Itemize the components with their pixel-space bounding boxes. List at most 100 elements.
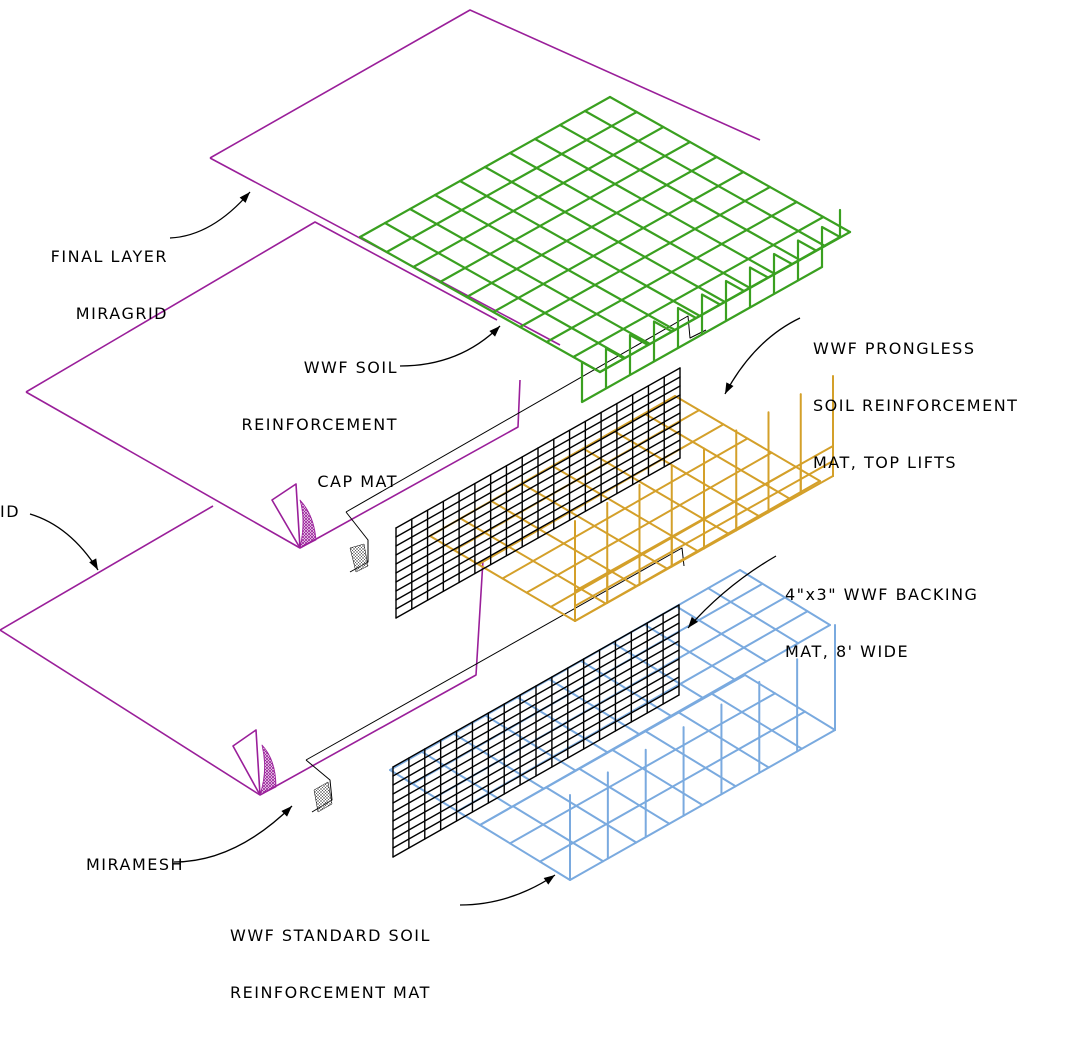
backing-lower-v-6 <box>392 640 680 804</box>
prongless-floor-v-4 <box>525 451 773 594</box>
diagram-canvas: FINAL LAYER MIRAGRID WWF SOIL REINFORCEM… <box>0 9 1017 1002</box>
label-prongless-line1: WWF PRONGLESS <box>813 339 976 358</box>
leader-backing-head <box>688 616 698 628</box>
miramesh-wraps <box>305 315 707 813</box>
cap-mat-top-v-6 <box>518 185 772 329</box>
cap-mat-top-u-6 <box>508 151 752 290</box>
leader-miramesh-head <box>281 806 292 817</box>
backing-lower-v-9 <box>392 613 680 777</box>
low-miragrid-wrap-hatch <box>259 744 277 796</box>
low-miragrid-wrap-edge <box>259 559 484 796</box>
std-mat-floor-front-v-2 <box>509 692 776 845</box>
cap-mat-top-v-4 <box>465 155 718 299</box>
leader-final-layer <box>169 191 251 239</box>
cap-mat-top-u-5 <box>483 165 727 304</box>
cap-mat-lip-10 <box>820 225 841 267</box>
cap-mat-lip-0 <box>580 360 601 402</box>
leader-cap-mat <box>399 325 501 367</box>
mid-miragrid-wrap-hatch <box>299 499 317 549</box>
std-mat-floor-front-u-6 <box>677 711 770 769</box>
cap-mat-top-v-7 <box>545 200 798 344</box>
prongless-floor-v-3 <box>501 437 749 580</box>
leader-prongless <box>724 317 801 395</box>
label-prongless-line3: MAT, TOP LIFTS <box>813 453 958 472</box>
label-backing-line1: 4"x3" WWF BACKING <box>785 585 979 604</box>
std-mat-floor-front-v-3 <box>479 674 746 826</box>
leader-standard <box>459 874 556 906</box>
low-miragrid-back-edge <box>0 505 214 631</box>
cap-mat-lip-7 <box>748 266 769 308</box>
backing-lower-v-0 <box>392 694 680 858</box>
mid-miragrid-edges <box>25 221 498 393</box>
cap-mat-lip-9 <box>796 239 817 281</box>
leader-backing <box>687 555 777 629</box>
label-final-layer: FINAL LAYER MIRAGRID <box>40 209 168 361</box>
leader-miragrid-partial <box>29 513 99 571</box>
low-miragrid-front-edge <box>0 629 261 796</box>
cap-mat-top-v-5 <box>492 170 745 314</box>
backing-lower-v-4 <box>392 658 680 822</box>
backing-mats <box>392 367 681 858</box>
cap-mat-top-u-3 <box>433 193 677 332</box>
leader-miragrid-partial-head <box>89 558 98 570</box>
label-miramesh: MIRAMESH <box>86 855 185 874</box>
label-miragrid-partial: ID <box>0 502 21 521</box>
cap-mat-top-u-0 <box>358 235 602 374</box>
label-backing: 4"x3" WWF BACKING MAT, 8' WIDE <box>785 547 978 699</box>
std-mat-floor-front-u-7 <box>710 692 803 750</box>
low-miragrid-wrap-curl <box>232 729 261 796</box>
label-backing-line2: MAT, 8' WIDE <box>785 642 910 661</box>
label-final-layer-line2: MIRAGRID <box>75 304 168 323</box>
cap-mat-top-v-8 <box>572 215 825 359</box>
miramesh-lower-hatch <box>313 781 333 813</box>
label-cap-mat-line1: WWF SOIL <box>303 358 398 377</box>
leader-final-layer-head <box>239 192 250 203</box>
cap-mat-top-u-9 <box>583 109 827 248</box>
cap-mat-lip-1 <box>604 347 625 389</box>
backing-upper-v-7 <box>395 394 681 556</box>
mid-miragrid-wrap-curl <box>271 483 301 549</box>
cap-mat-top-u-7 <box>533 137 777 276</box>
cap-mat <box>358 95 852 404</box>
cap-mat-top-u-4 <box>458 179 702 318</box>
std-mat-floor-front-v-1 <box>539 710 806 863</box>
label-cap-mat: WWF SOIL REINFORCEMENT CAP MAT <box>226 320 398 529</box>
label-standard: WWF STANDARD SOIL REINFORCEMENT MAT <box>230 888 431 1040</box>
backing-upper-v-5 <box>395 412 681 574</box>
leader-prongless-head <box>725 382 734 394</box>
backing-upper-v-0 <box>395 457 681 619</box>
cap-mat-top-u-2 <box>408 207 652 346</box>
cap-mat-lip-2 <box>628 333 649 375</box>
backing-upper-v-6 <box>395 403 681 565</box>
cap-mat-top-v-2 <box>412 125 665 269</box>
miragrid-sheets <box>0 9 761 796</box>
std-mat-floor-front-v-0 <box>569 729 836 881</box>
label-standard-line2: REINFORCEMENT MAT <box>230 983 431 1002</box>
cap-mat-top-u-10 <box>608 95 852 234</box>
cap-mat-lip-4 <box>676 306 697 348</box>
std-mat-floor-front-u-3 <box>578 767 671 825</box>
miramesh-upper-hatch <box>349 543 369 573</box>
backing-upper-v-4 <box>395 421 681 583</box>
backing-lower-v-1 <box>392 685 680 849</box>
cap-mat-top-u-1 <box>383 221 627 360</box>
std-mat-floor-front-u-0 <box>479 824 571 881</box>
backing-upper-v-10 <box>395 367 681 529</box>
label-cap-mat-line2: REINFORCEMENT <box>241 415 398 434</box>
cap-mat-top-v-3 <box>438 140 692 284</box>
backing-lower-v-10 <box>392 604 680 768</box>
cap-mat-lip-8 <box>772 252 793 294</box>
backing-lower-v-3 <box>392 667 680 831</box>
cap-mat-lip-6 <box>724 279 745 321</box>
backing-lower-v-2 <box>392 676 680 840</box>
std-mat-floor-front-u-4 <box>611 749 704 806</box>
leader-standard-head <box>543 875 555 885</box>
backing-upper-v-9 <box>395 376 681 538</box>
exploded-wall-diagram <box>0 9 852 906</box>
label-standard-line1: WWF STANDARD SOIL <box>230 926 431 945</box>
cap-mat-top-u-8 <box>558 123 802 262</box>
backing-lower-v-7 <box>392 631 680 795</box>
cap-mat-lip-5 <box>700 293 721 335</box>
cap-mat-edge <box>598 235 842 374</box>
backing-upper-v-2 <box>395 439 681 601</box>
